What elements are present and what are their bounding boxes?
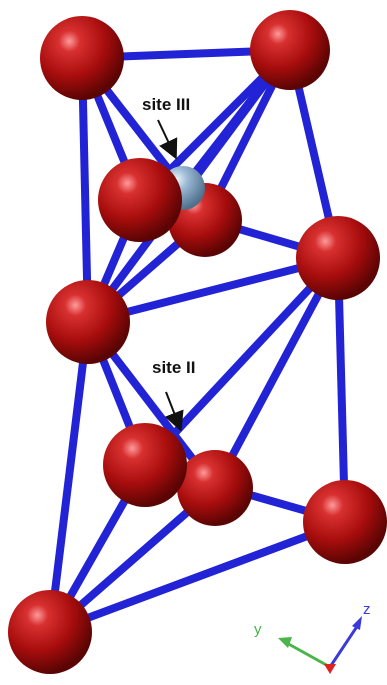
atom-red — [40, 16, 124, 100]
atom-red — [8, 590, 92, 674]
bond — [46, 518, 349, 636]
atom-red — [296, 216, 380, 300]
bond — [84, 254, 342, 326]
atom-red — [46, 280, 130, 364]
site-ii-label: site II — [152, 358, 195, 377]
site-ii-arrow — [164, 391, 184, 432]
z-axis-arrowhead — [352, 616, 362, 630]
atom-red — [303, 480, 387, 564]
bond — [78, 54, 92, 326]
bond — [46, 318, 92, 636]
atom-group — [8, 10, 387, 674]
atom-red — [98, 158, 182, 242]
x-axis-marker — [324, 664, 336, 674]
bond — [334, 254, 349, 526]
atom-red — [103, 423, 187, 507]
site-iii-label: site III — [142, 95, 190, 114]
y-axis-arrowhead — [278, 637, 292, 648]
z-axis-label: z — [363, 601, 371, 618]
y-axis-label: y — [254, 621, 262, 638]
z-axis-arrow — [328, 621, 362, 668]
axis-triad: z y — [254, 601, 371, 674]
atom-red — [177, 450, 253, 526]
y-axis-arrow — [284, 640, 331, 669]
atom-red — [250, 10, 330, 90]
bond — [211, 254, 342, 492]
site-iii-arrow — [157, 119, 178, 160]
